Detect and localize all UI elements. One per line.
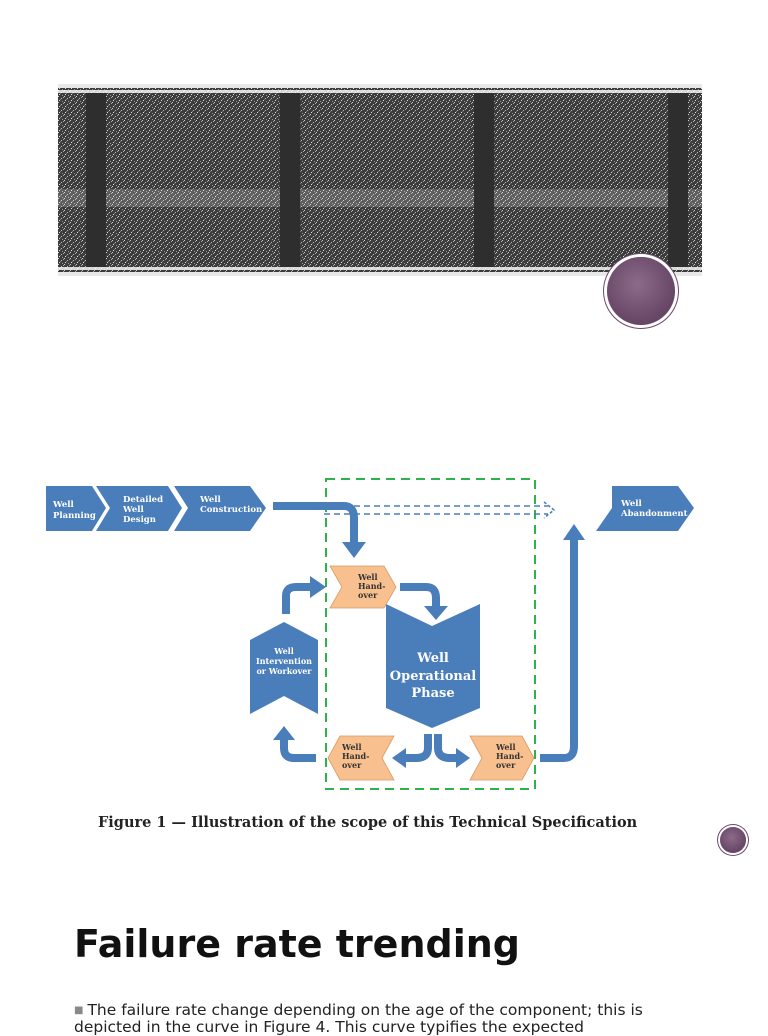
svg-text:Well: Well [52,500,74,510]
svg-text:Well: Well [341,742,362,752]
svg-text:Planning: Planning [53,511,96,521]
svg-text:Well: Well [273,646,294,656]
svg-text:Well: Well [495,742,516,752]
svg-text:Construction: Construction [200,505,262,515]
node-well-construction: Well Construction [174,486,266,531]
svg-text:Well: Well [357,572,378,582]
node-well-intervention: Well Intervention or Workover [250,622,318,714]
dashed-bypass-arrow [324,501,556,519]
svg-text:Well: Well [620,499,642,509]
svg-text:Well: Well [416,651,449,666]
node-operational-phase: Well Operational Phase [386,604,480,728]
svg-text:Hand-: Hand- [496,751,523,761]
figure-caption: Figure 1 — Illustration of the scope of … [98,814,638,831]
bullet-dot-icon: ■ [74,1005,84,1016]
svg-text:Well: Well [199,495,221,505]
scope-figure-diagram: Well Planning Detailed Well Design Well … [44,476,700,796]
svg-text:Hand-: Hand- [342,751,369,761]
node-handover-top: Well Hand- over [329,565,397,609]
node-well-abandonment: Well Abandonment [596,486,694,531]
svg-text:Design: Design [123,515,156,525]
svg-text:Operational: Operational [390,669,476,684]
decorative-circle-badge [607,257,675,325]
arrow-handover-to-abandonment [540,524,585,762]
node-detailed-well-design: Detailed Well Design [96,486,182,531]
scope-boundary [325,478,536,790]
svg-text:Detailed: Detailed [123,495,163,505]
arrow-handover-to-intervention [273,726,316,762]
svg-text:over: over [342,760,362,770]
svg-text:over: over [358,590,378,600]
arrow-operational-split [392,734,470,768]
arrow-intervention-to-handover [282,576,326,614]
bullet-text: The failure rate change depending on the… [74,1001,643,1036]
svg-text:Phase: Phase [411,686,454,701]
decorative-circle-badge-small [720,827,746,853]
arrow-construction-to-handover [273,502,366,558]
svg-text:Hand-: Hand- [358,581,385,591]
svg-text:Intervention: Intervention [256,656,312,666]
section-title: Failure rate trending [74,922,520,966]
node-handover-bottom-right: Well Hand- over [469,735,535,781]
svg-text:or Workover: or Workover [256,666,312,676]
node-well-planning: Well Planning [46,486,106,531]
arrow-handover-to-operational [400,583,448,620]
node-handover-bottom-left: Well Hand- over [327,735,395,781]
svg-text:Well: Well [122,505,144,515]
svg-text:Abandonment: Abandonment [620,509,688,519]
header-banner-image [58,84,702,276]
svg-text:over: over [496,760,516,770]
bullet-item: ■The failure rate change depending on th… [74,1002,714,1036]
